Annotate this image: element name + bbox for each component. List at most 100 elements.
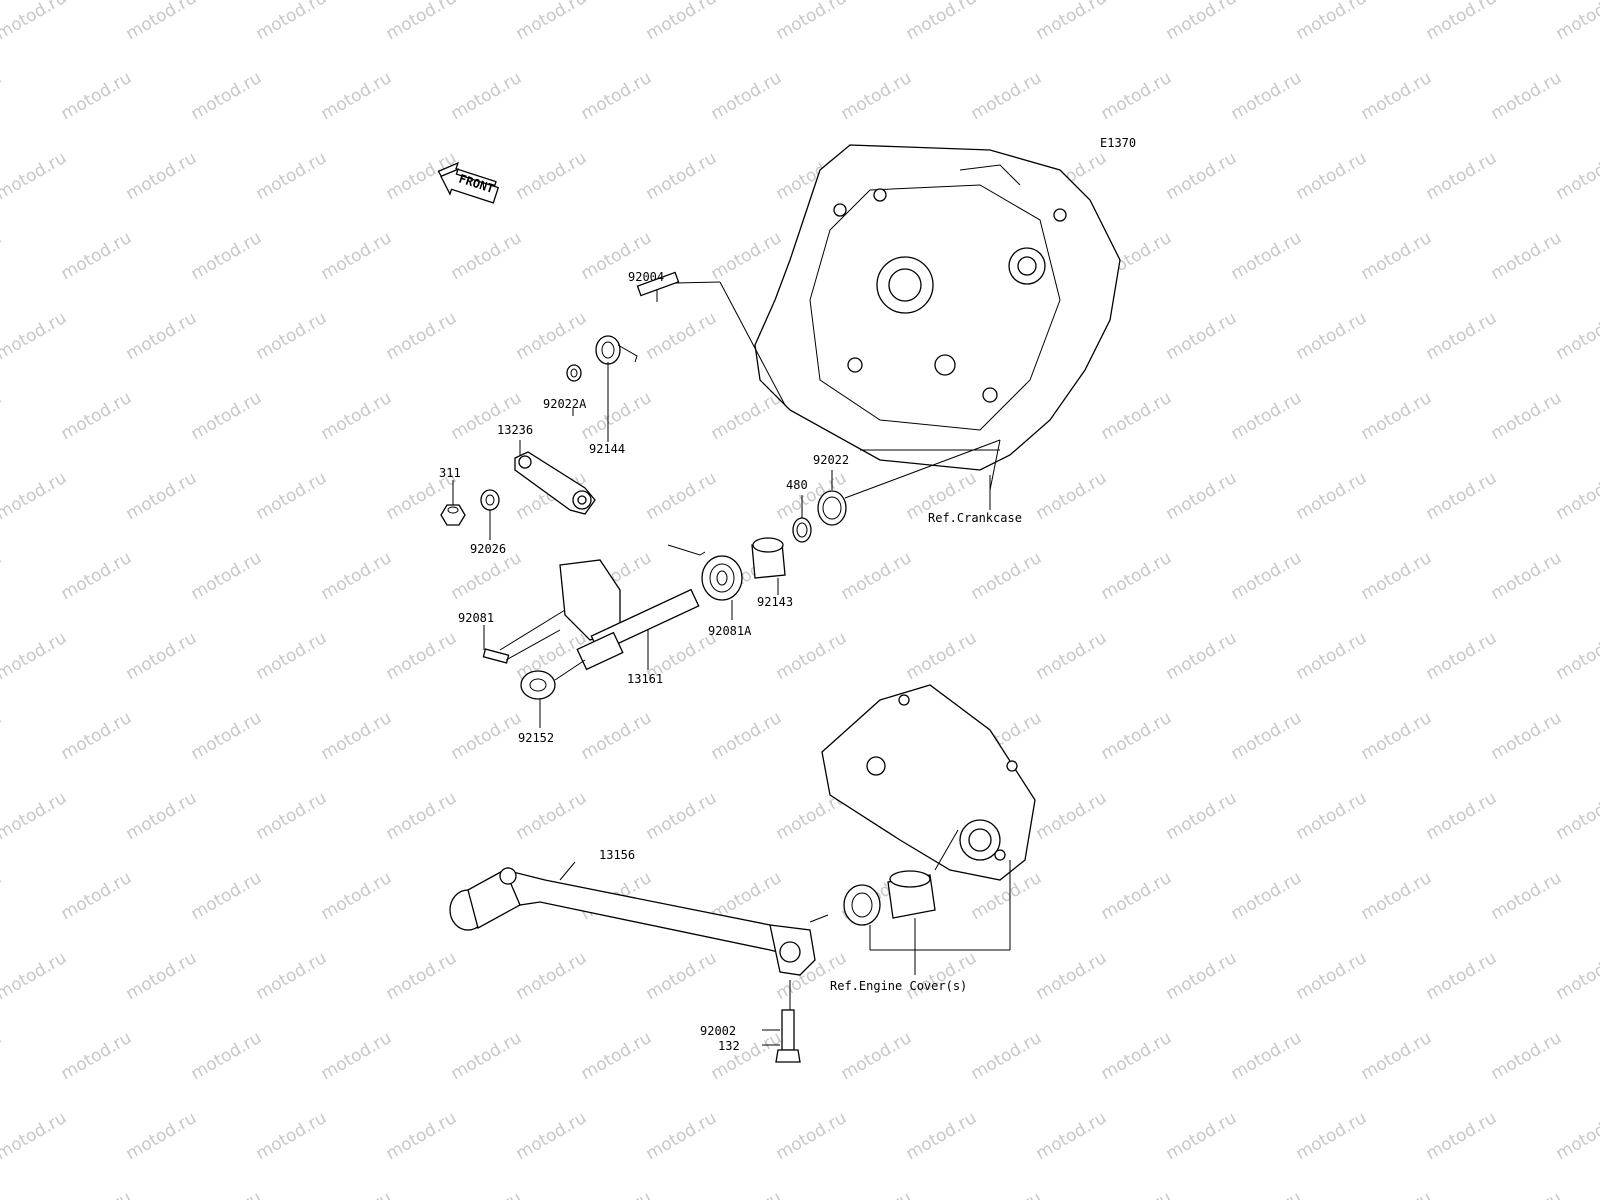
watermark-text: motod.ru: [0, 548, 5, 604]
watermark-text: motod.ru: [1163, 788, 1241, 844]
part-92002-bolt: [775, 1009, 801, 1063]
watermark-text: motod.ru: [1553, 948, 1600, 1004]
watermark-text: motod.ru: [1228, 548, 1306, 604]
watermark-text: motod.ru: [1488, 708, 1566, 764]
watermark-text: motod.ru: [1358, 1028, 1436, 1084]
watermark-text: motod.ru: [1553, 788, 1600, 844]
part-92152-washer: [520, 659, 586, 700]
watermark-text: motod.ru: [1553, 628, 1600, 684]
watermark-text: motod.ru: [1033, 0, 1111, 44]
front-arrow-icon: FRONT: [437, 161, 500, 204]
ref-crankcase-label: Ref.Crankcase: [928, 511, 1022, 525]
watermark-text: motod.ru: [1293, 788, 1371, 844]
watermark-text: motod.ru: [0, 148, 70, 204]
watermark-text: motod.ru: [903, 628, 981, 684]
watermark-text: motod.ru: [0, 1028, 5, 1084]
watermark-text: motod.ru: [123, 1108, 201, 1164]
watermark-text: motod.ru: [58, 1028, 136, 1084]
watermark-text: motod.ru: [123, 948, 201, 1004]
watermark-text: motod.ru: [773, 0, 851, 44]
part-label-92004: 92004: [628, 270, 664, 284]
watermark-text: motod.ru: [1163, 628, 1241, 684]
watermark-text: motod.ru: [318, 388, 396, 444]
watermark-text: motod.ru: [643, 308, 721, 364]
watermark-text: motod.ru: [1553, 0, 1600, 44]
watermark-text: motod.ru: [0, 468, 70, 524]
part-13161-shift-shaft: [499, 559, 700, 671]
part-label-92143: 92143: [757, 595, 793, 609]
watermark-text: motod.ru: [1163, 1108, 1241, 1164]
watermark-text: motod.ru: [1488, 868, 1566, 924]
watermark-text: motod.ru: [708, 388, 786, 444]
watermark-text: motod.ru: [903, 1108, 981, 1164]
watermark-text: motod.ru: [188, 68, 266, 124]
watermark-text: motod.ru: [578, 1028, 656, 1084]
watermark-text: motod.ru: [1488, 68, 1566, 124]
watermark-text: motod.ru: [1358, 388, 1436, 444]
part-label-13236: 13236: [497, 423, 533, 437]
watermark-text: motod.ru: [123, 148, 201, 204]
watermark-text: motod.ru: [58, 388, 136, 444]
watermark-text: motod.ru: [1293, 468, 1371, 524]
part-label-132: 132: [718, 1039, 740, 1053]
part-311-nut: [440, 504, 466, 526]
watermark-text: motod.ru: [1228, 388, 1306, 444]
watermark-text: motod.ru: [318, 708, 396, 764]
watermark-text: motod.ru: [1098, 1028, 1176, 1084]
part-oil-seal: [843, 884, 881, 926]
watermark-text: motod.ru: [708, 228, 786, 284]
watermark-text: motod.ru: [0, 0, 70, 44]
watermark-text: motod.ru: [578, 708, 656, 764]
watermark-text: motod.ru: [58, 548, 136, 604]
watermark-text: motod.ru: [1358, 708, 1436, 764]
watermark-text: motod.ru: [578, 388, 656, 444]
part-92026-washer: [480, 489, 500, 511]
watermark-text: motod.ru: [0, 868, 5, 924]
part-label-92081A: 92081A: [708, 624, 752, 638]
watermark-text: motod.ru: [1488, 228, 1566, 284]
part-label-92022A: 92022A: [543, 397, 587, 411]
watermark-text: motod.ru: [1358, 548, 1436, 604]
watermark-text: motod.ru: [1488, 1188, 1566, 1200]
watermark-text: motod.ru: [58, 708, 136, 764]
watermark-text: motod.ru: [318, 1188, 396, 1200]
diagram-code: E1370: [1100, 136, 1136, 150]
watermark-text: motod.ru: [773, 1108, 851, 1164]
watermark-text: motod.ru: [1358, 68, 1436, 124]
watermark-text: motod.ru: [578, 1188, 656, 1200]
watermark-text: motod.ru: [1293, 948, 1371, 1004]
watermark-text: motod.ru: [1423, 948, 1501, 1004]
watermark-text: motod.ru: [58, 1188, 136, 1200]
ref-engine-cover-label: Ref.Engine Cover(s): [830, 979, 967, 993]
watermark-text: motod.ru: [383, 1108, 461, 1164]
part-480-circlip: [792, 517, 812, 543]
watermark-text: motod.ru: [383, 0, 461, 44]
part-label-92152: 92152: [518, 731, 554, 745]
watermark-text: motod.ru: [643, 468, 721, 524]
watermark-text: motod.ru: [58, 868, 136, 924]
watermark-text: motod.ru: [1228, 1188, 1306, 1200]
part-92022-washer: [817, 490, 847, 526]
part-92081A-spring: [667, 544, 743, 601]
watermark-text: motod.ru: [448, 228, 526, 284]
watermark-text: motod.ru: [1423, 1108, 1501, 1164]
watermark-text: motod.ru: [1163, 468, 1241, 524]
watermark-text: motod.ru: [1228, 228, 1306, 284]
watermark-text: motod.ru: [1228, 1028, 1306, 1084]
watermark-text: motod.ru: [318, 548, 396, 604]
watermark-text: motod.ru: [1293, 308, 1371, 364]
watermark-text: motod.ru: [1098, 548, 1176, 604]
watermark-text: motod.ru: [1553, 308, 1600, 364]
watermark-text: motod.ru: [708, 68, 786, 124]
part-92143-collar: [751, 537, 786, 579]
watermark-text: motod.ru: [838, 548, 916, 604]
watermark-text: motod.ru: [448, 68, 526, 124]
watermark-text: motod.ru: [58, 68, 136, 124]
watermark-text: motod.ru: [1293, 148, 1371, 204]
watermark-text: motod.ru: [1033, 1108, 1111, 1164]
watermark-text: motod.ru: [0, 308, 70, 364]
watermark-text: motod.ru: [643, 948, 721, 1004]
watermark-text: motod.ru: [0, 788, 70, 844]
watermark-text: motod.ru: [1228, 868, 1306, 924]
watermark-text: motod.ru: [0, 628, 70, 684]
